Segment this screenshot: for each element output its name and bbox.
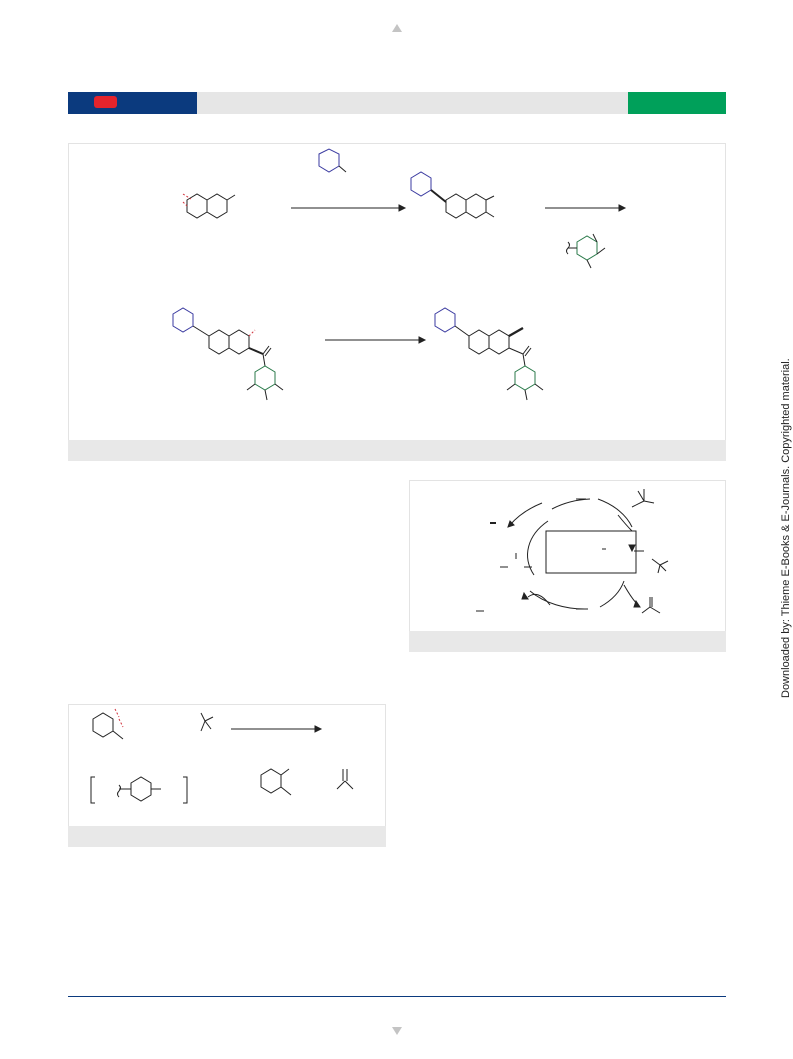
- starting-naphthalene-structure: [186, 193, 236, 219]
- scheme-3-figure: [68, 704, 386, 827]
- pyridine-reagent-structure: [318, 148, 340, 173]
- copyright-side-note: Downloaded by: Thieme E-Books & E-Journa…: [780, 358, 792, 698]
- nav-down-arrow-icon[interactable]: [392, 1027, 402, 1035]
- journal-header-bar: [68, 92, 726, 114]
- footer-rule: [68, 996, 726, 997]
- scheme-1-caption-bar: [68, 440, 726, 461]
- nav-up-arrow-icon[interactable]: [392, 24, 402, 32]
- journal-header-section-tab: [628, 92, 726, 114]
- scheme-1-figure: [68, 143, 726, 441]
- scheme-2-catalytic-cycle: [476, 489, 669, 614]
- scheme-2-caption-bar: [409, 631, 726, 652]
- catalyst-box: [545, 530, 637, 574]
- scheme-3-drawing: [90, 708, 354, 804]
- scheme-3-caption-bar: [68, 826, 386, 847]
- aryl-reagent-structure: [576, 235, 598, 261]
- scheme-1-drawing: [172, 148, 627, 401]
- pyridyl-group: [410, 171, 432, 197]
- scheme-2-figure: [409, 480, 726, 632]
- journal-logo-badge: [94, 96, 117, 108]
- journal-header-logo-panel: [68, 92, 197, 114]
